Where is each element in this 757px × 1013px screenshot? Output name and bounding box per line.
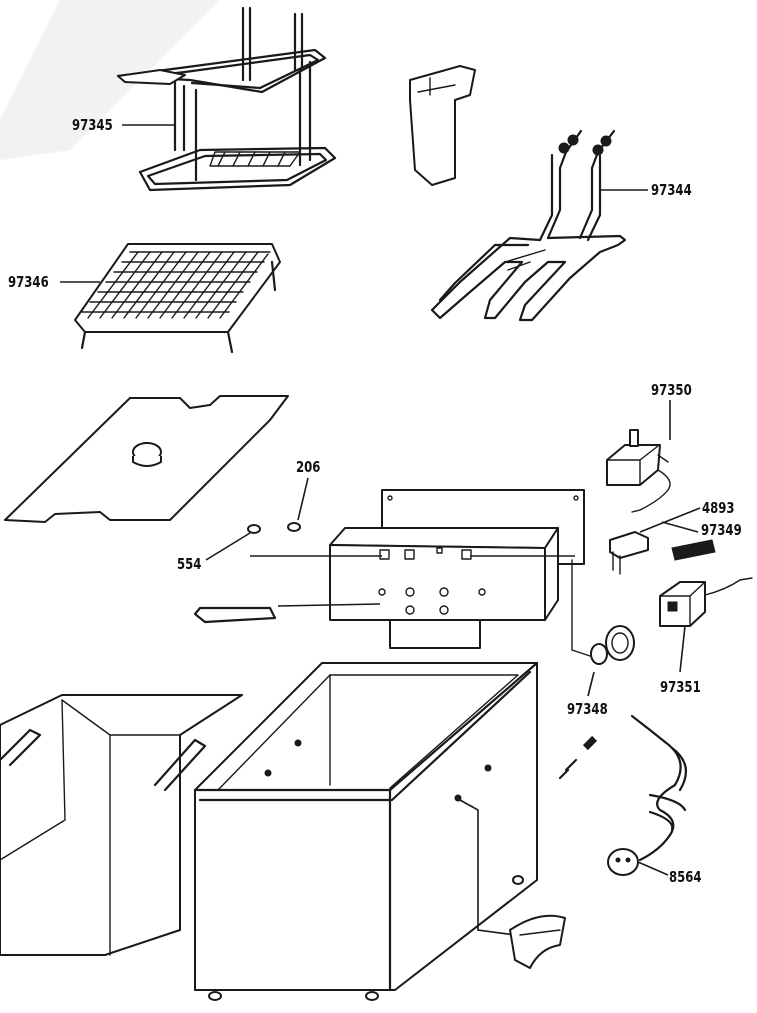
grid-rack-drawing bbox=[60, 243, 281, 354]
small-parts-drawing bbox=[193, 477, 309, 624]
label-206: 206 bbox=[296, 458, 321, 476]
label-97345: 97345 bbox=[72, 116, 113, 134]
switch-parts-drawing bbox=[609, 507, 716, 575]
lid-plate-drawing bbox=[4, 395, 289, 523]
left-tank-drawing bbox=[0, 694, 243, 956]
label-97346: 97346 bbox=[8, 273, 49, 291]
basket-drawing bbox=[116, 6, 337, 192]
thermostat-drawing bbox=[606, 400, 671, 513]
bracket-drawing bbox=[409, 65, 476, 186]
label-8564: 8564 bbox=[669, 868, 702, 886]
control-housing-drawing bbox=[250, 527, 575, 649]
power-cord-drawing bbox=[558, 714, 688, 876]
label-97348: 97348 bbox=[567, 700, 608, 718]
label-4893: 4893 bbox=[702, 499, 735, 517]
label-554: 554 bbox=[177, 555, 202, 573]
main-tank-drawing bbox=[193, 661, 539, 1001]
label-97349: 97349 bbox=[701, 521, 742, 539]
label-97344: 97344 bbox=[651, 181, 692, 199]
heating-element-drawing bbox=[430, 129, 648, 322]
watermark-shape bbox=[0, 0, 220, 160]
control-box-drawing bbox=[659, 577, 753, 673]
drain-valve-drawing bbox=[509, 914, 566, 969]
timer-knob-drawing bbox=[571, 559, 635, 697]
label-97350: 97350 bbox=[651, 381, 692, 399]
label-97351: 97351 bbox=[660, 678, 701, 696]
